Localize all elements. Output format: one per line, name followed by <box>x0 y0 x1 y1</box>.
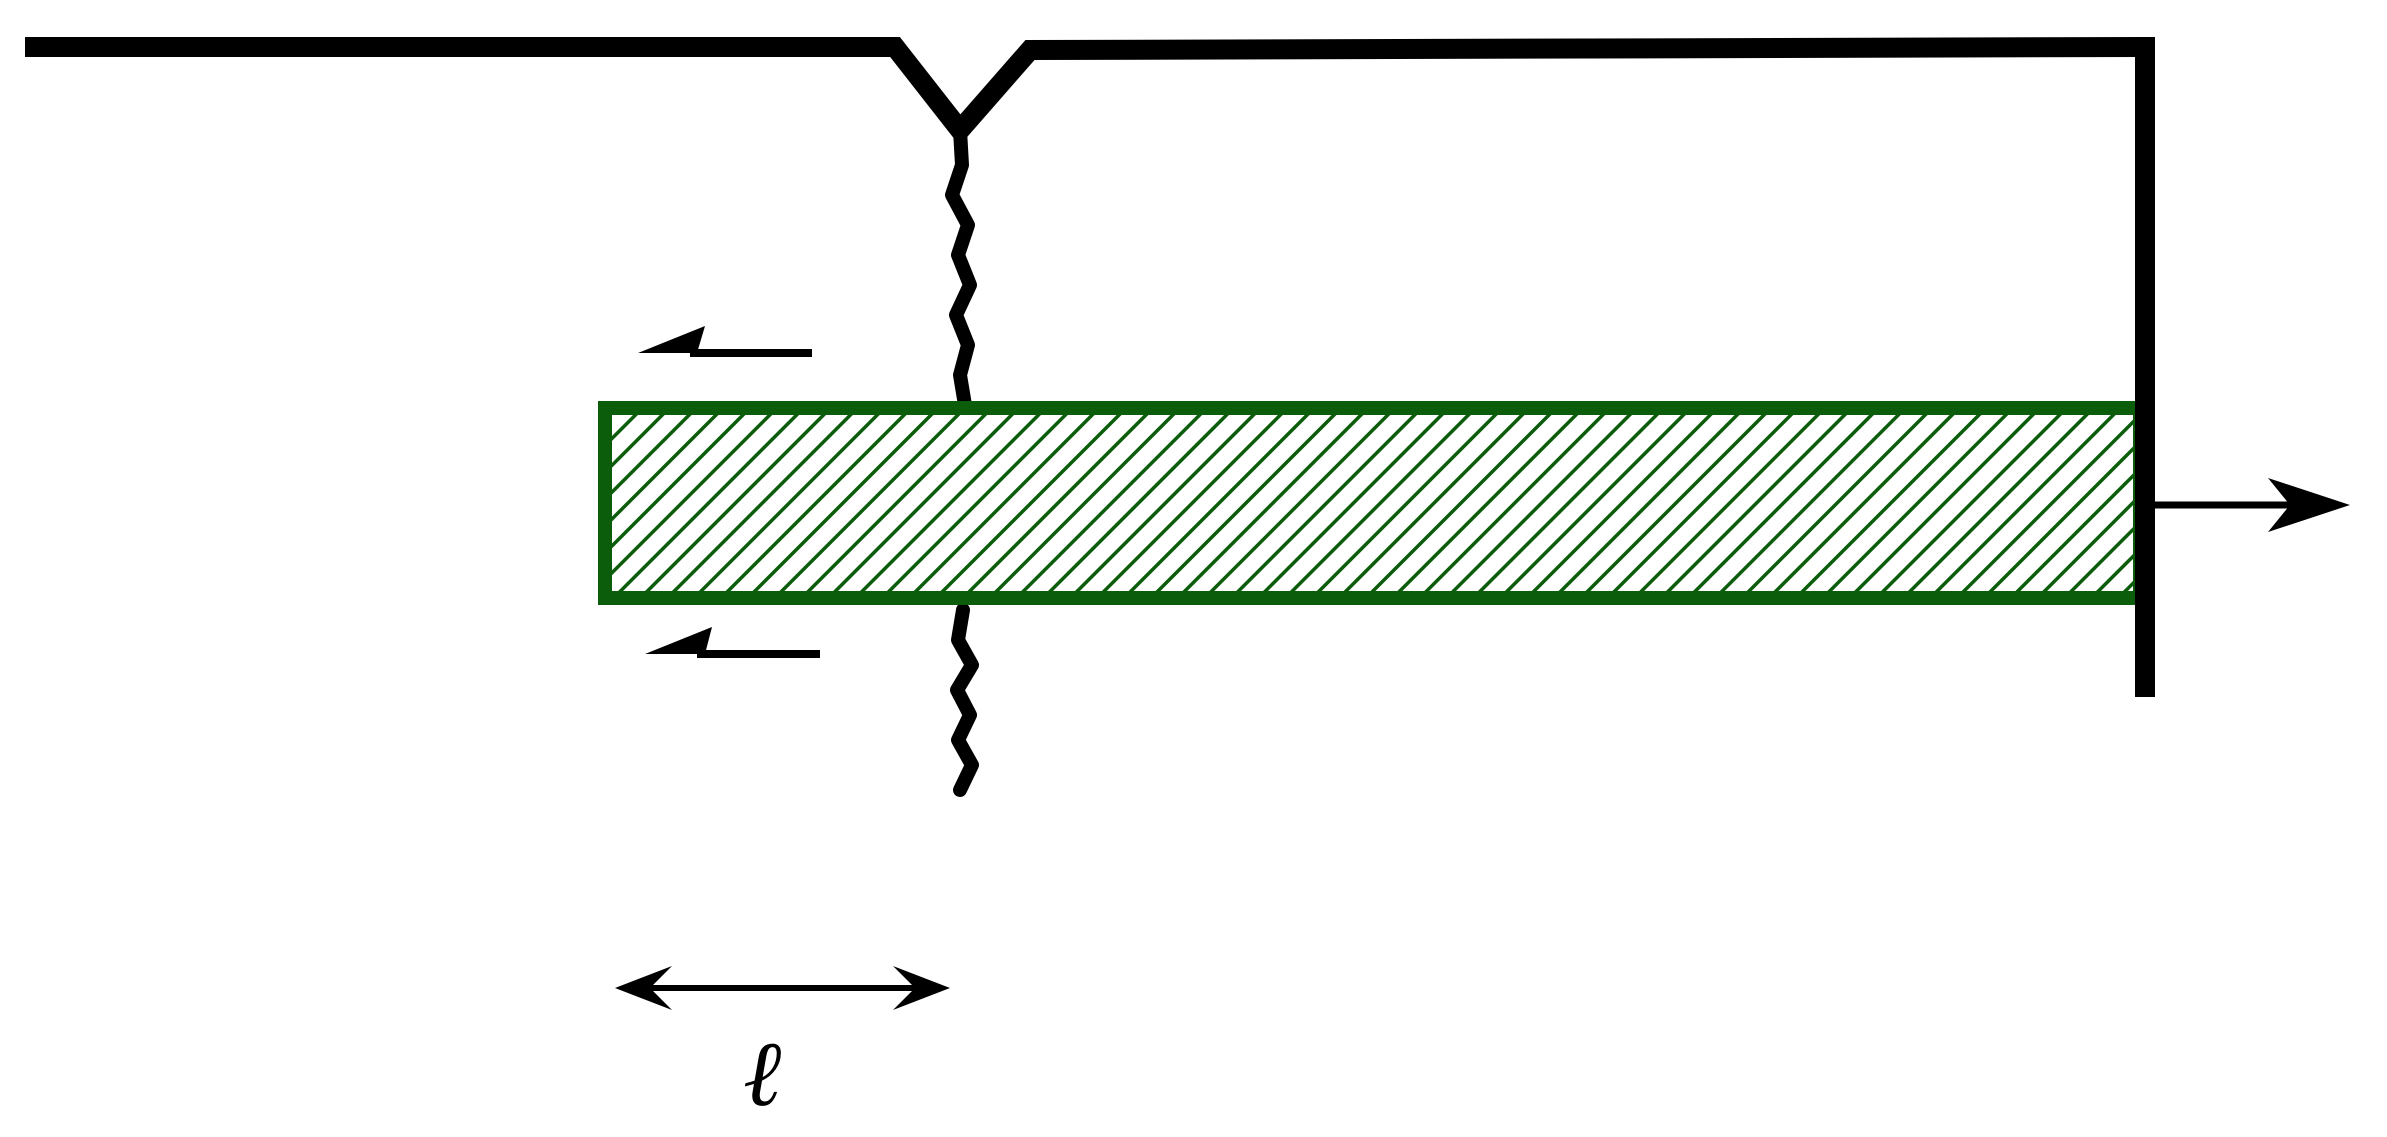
crack-upper <box>945 123 977 412</box>
shear-arrow-top <box>638 326 812 357</box>
length-dimension-arrow <box>615 966 950 1010</box>
fiber-bar <box>598 401 2147 605</box>
crack-lower <box>950 603 979 797</box>
length-label: ℓ <box>743 1020 781 1127</box>
pull-force-arrow <box>2150 478 2350 532</box>
shear-arrow-bottom <box>645 627 820 658</box>
matrix-top-surface <box>25 37 2146 146</box>
